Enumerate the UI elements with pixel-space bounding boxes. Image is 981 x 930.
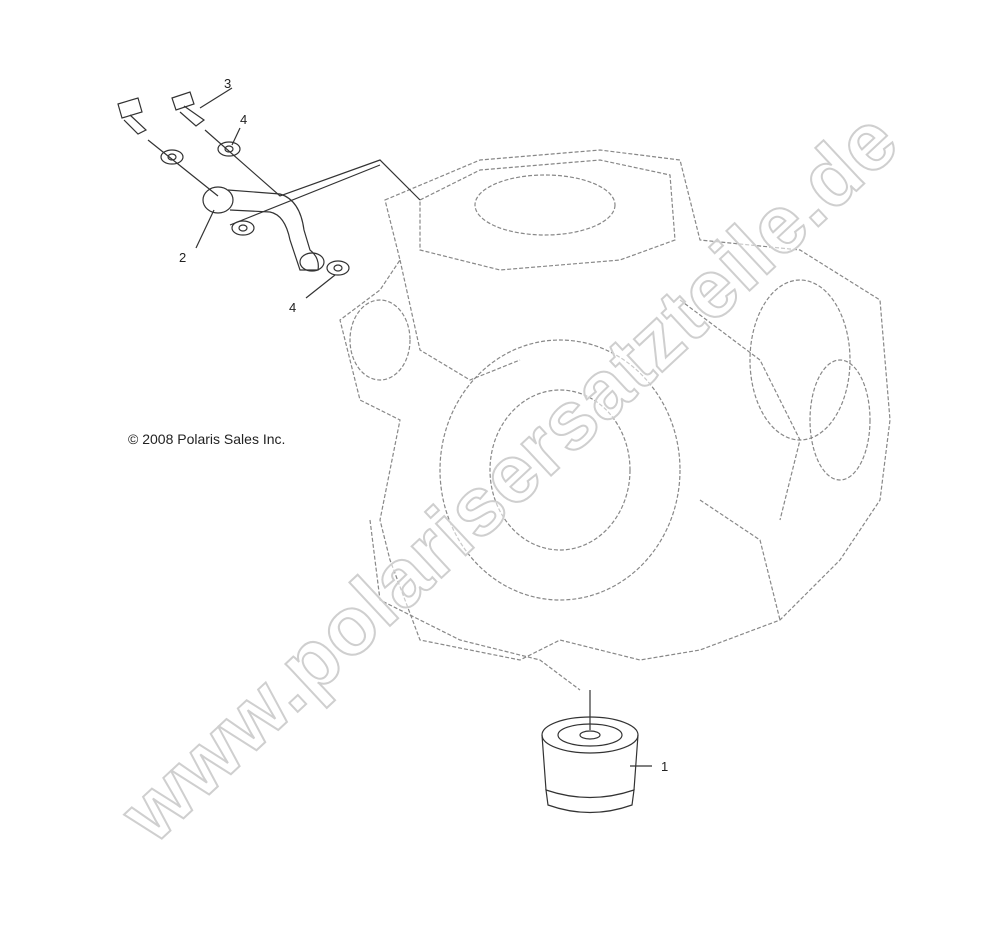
oil-line-pipe	[227, 189, 319, 271]
callout-1: 1	[661, 759, 669, 774]
bolt-left	[117, 97, 143, 119]
washer	[231, 220, 255, 236]
oil-filter	[541, 716, 639, 814]
callout-4-bottom: 4	[289, 300, 297, 315]
copyright-text: © 2008 Polaris Sales Inc.	[128, 431, 286, 447]
washer	[160, 149, 184, 165]
callout-4-top: 4	[240, 112, 248, 127]
bolt-right	[171, 91, 195, 111]
parts	[117, 87, 652, 814]
callout-3: 3	[224, 76, 232, 91]
washer	[326, 260, 350, 276]
engine-block	[339, 149, 891, 691]
washer	[217, 141, 241, 157]
callout-2: 2	[179, 250, 187, 265]
oil-line-banjo	[202, 186, 234, 214]
